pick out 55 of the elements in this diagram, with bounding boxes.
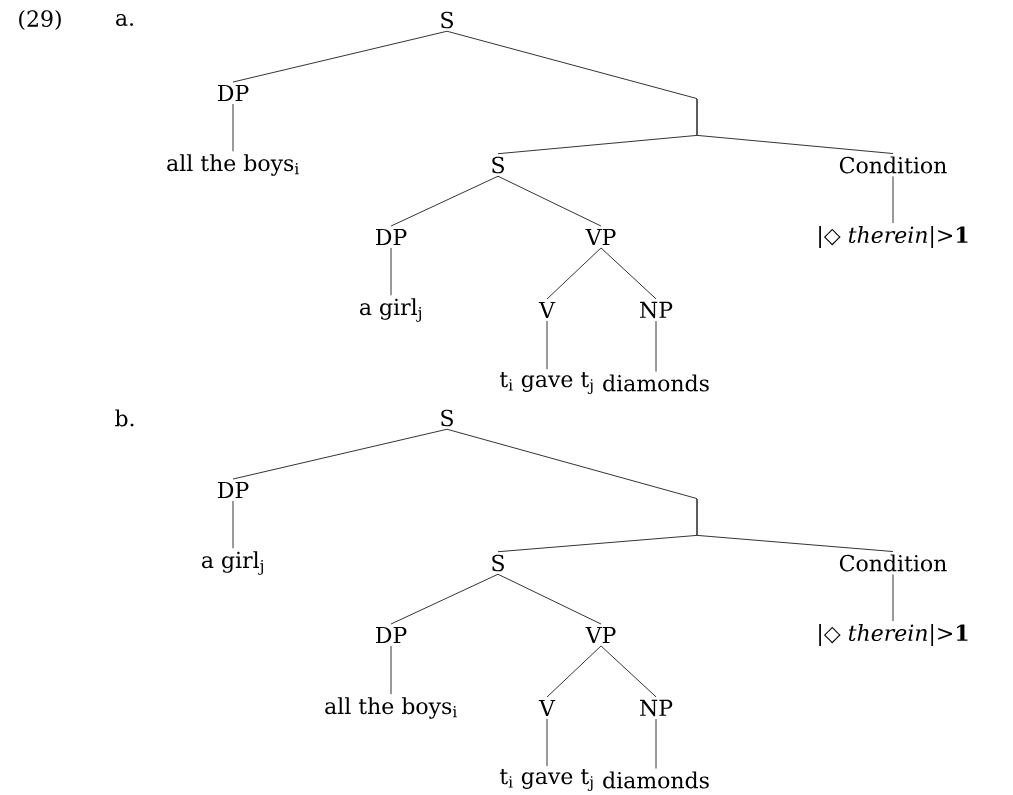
- tree-branch: [232, 30, 448, 83]
- tree-node-label: S: [441, 409, 453, 427]
- tree-node-label: DP: [218, 84, 249, 101]
- item-letter: a.: [116, 13, 133, 26]
- tree-node-label: a girl$_{j}$: [202, 551, 263, 575]
- tree-node-label: V: [538, 301, 556, 318]
- tree-node-label: all the boys$_{i}$: [167, 154, 299, 176]
- tree-branch: [232, 500, 234, 549]
- tree-node-label: t$_{i}$ gave t$_{j}$: [499, 372, 593, 394]
- tree-branch: [232, 103, 234, 152]
- tree-branch: [892, 176, 894, 224]
- tree-node-label: diamonds: [603, 771, 709, 789]
- tree-branch: [546, 645, 602, 698]
- tree-node-label: DP: [218, 481, 249, 498]
- tree-branch: [497, 573, 602, 625]
- tree-node-label: all the boys$_{i}$: [325, 697, 457, 719]
- tree-branch: [655, 718, 657, 769]
- tree-branch: [600, 247, 657, 300]
- tree-node-label: |◇ therein|>1: [819, 226, 968, 248]
- tree-branch: [446, 30, 698, 99]
- tree-node-label: VP: [585, 626, 616, 643]
- tree-branch: [390, 573, 499, 625]
- tree-node-label: NP: [640, 301, 673, 319]
- tree-branch: [390, 175, 499, 227]
- tree-branch: [497, 135, 698, 155]
- tree-branch: [655, 320, 657, 372]
- tree-node-label: Condition: [839, 554, 947, 572]
- tree-branch: [497, 535, 698, 553]
- tree-branch: [696, 535, 894, 552]
- tree-node-label: t$_{i}$ gave t$_{j}$: [499, 769, 593, 791]
- tree-node-label: DP: [376, 626, 407, 643]
- example-number: (29): [19, 9, 61, 31]
- tree-node-label: NP: [640, 699, 673, 717]
- tree-node-label: diamonds: [603, 374, 709, 392]
- tree-branch: [390, 247, 392, 296]
- tree-branch: [546, 247, 602, 300]
- tree-node-label: S: [492, 554, 504, 572]
- tree-branch: [600, 645, 657, 698]
- tree-node-label: a girl$_{j}$: [360, 298, 421, 322]
- tree-branch: [546, 718, 548, 767]
- tree-node-label: V: [538, 699, 556, 716]
- tree-branch: [546, 320, 548, 370]
- tree-node-label: |◇ therein|>1: [819, 624, 968, 646]
- item-letter: b.: [115, 409, 134, 427]
- tree-node-label: S: [492, 156, 504, 174]
- tree-node-label: Condition: [839, 156, 947, 174]
- tree-branch: [446, 428, 698, 499]
- tree-branch: [232, 428, 448, 480]
- tree-branch: [696, 135, 894, 154]
- tree-branch: [892, 574, 894, 622]
- tree-node-label: S: [441, 11, 453, 29]
- tree-branch: [390, 645, 392, 695]
- tree-branch: [497, 175, 602, 227]
- tree-node-label: DP: [376, 228, 407, 245]
- tree-node-label: VP: [585, 228, 616, 245]
